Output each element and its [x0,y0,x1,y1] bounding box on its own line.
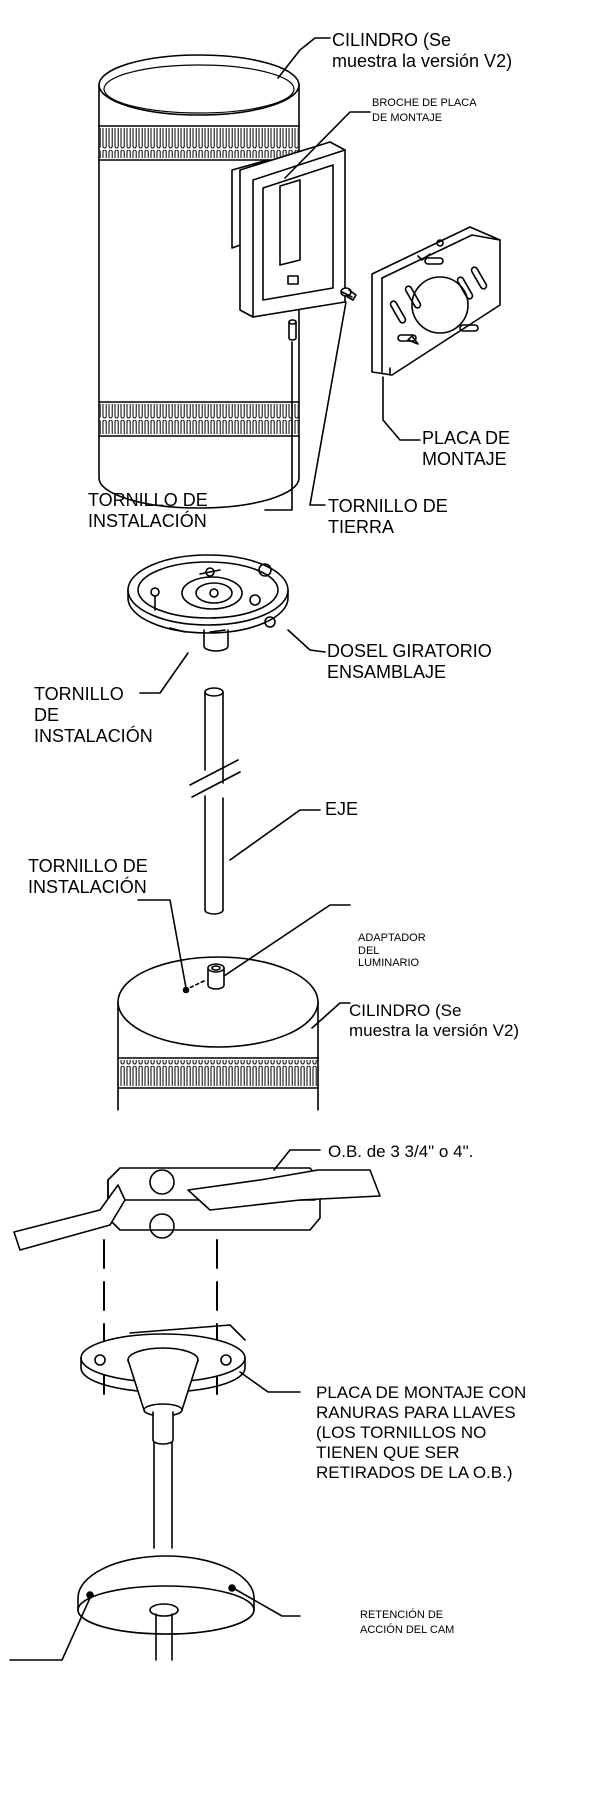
keyhole-mounting-plate [80,1324,246,1445]
label-mounting-plate-bracket: BROCHE DE PLACA DE MONTAJE [372,97,477,124]
label-install-screw-3: TORNILLO DE INSTALACIÓN [28,856,148,898]
ground-screw [340,287,357,301]
mounting-plate-bracket [239,141,346,318]
label-cylinder-top: CILINDRO (Se muestra la versión V2) [332,30,513,72]
label-ground-screw: TORNILLO DE TIERRA [328,496,448,538]
label-install-screw-2: TORNILLO DE INSTALACIÓN [34,684,153,747]
label-keyhole-plate: PLACA DE MONTAJE CON RANURAS PARA LLAVES… [316,1383,527,1483]
cam-canopy [77,1555,255,1661]
shaft [189,687,241,915]
label-mounting-plate: PLACA DE MONTAJE [422,428,511,470]
label-fixture-adapter: ADAPTADOR DEL LUMINARIO [358,932,426,970]
label-outlet-box: O.B. de 3 3/4" o 4". [328,1142,474,1161]
install-screw-small [288,319,297,341]
label-cylinder-bottom: CILINDRO (Se muestra la versión V2) [349,1001,520,1041]
label-install-screw-1: TORNILLO DE INSTALACIÓN [88,490,208,532]
cylinder-bottom [117,956,319,1111]
mounting-plate [371,226,501,376]
label-shaft: EJE [325,799,359,819]
label-cam-retention: RETENCIÓN DE ACCIÓN DEL CAM [360,1609,455,1636]
label-swivel-canopy: DOSEL GIRATORIO ENSAMBLAJE [327,641,492,683]
outlet-box [13,1167,381,1251]
swivel-canopy [127,554,289,652]
